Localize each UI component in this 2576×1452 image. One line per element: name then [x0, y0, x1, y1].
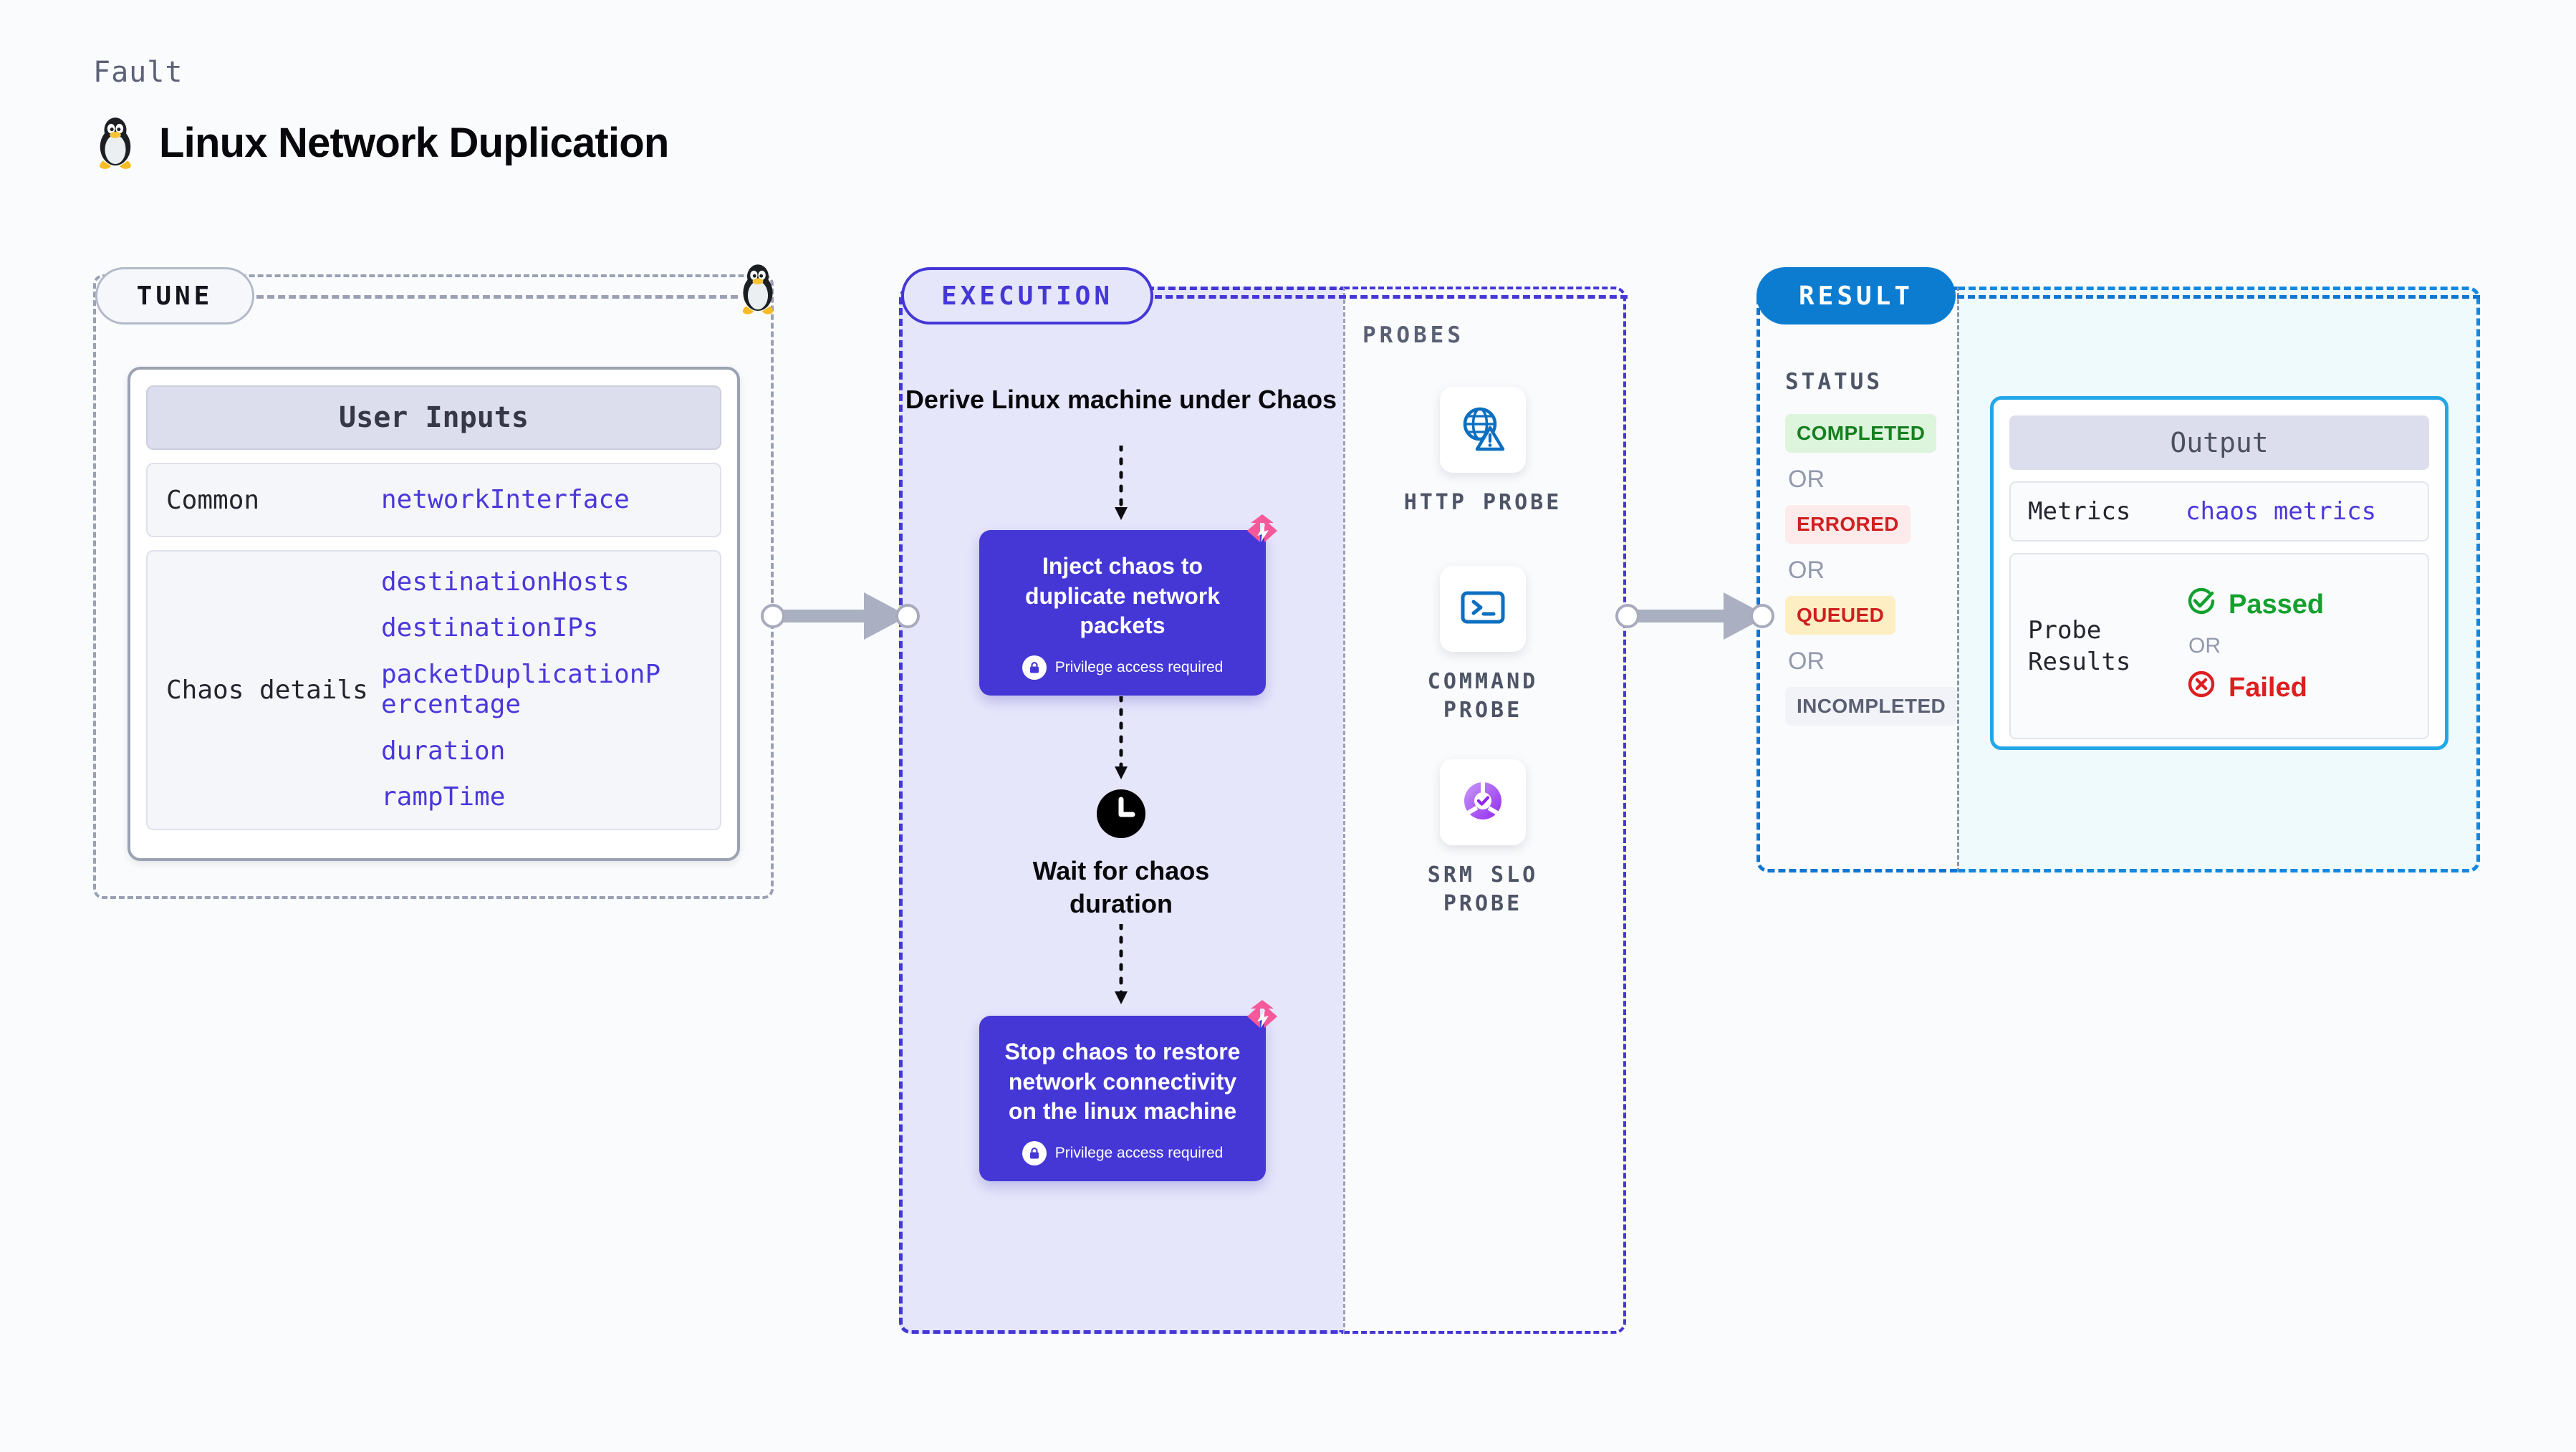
- probe-result-values: Passed OR Failed: [2186, 585, 2324, 707]
- execution-flow: Derive Linux machine under Chaos Inject …: [899, 287, 1343, 1334]
- passed-label: Passed: [2229, 589, 2325, 620]
- chaos-badge-icon: [1243, 997, 1282, 1039]
- connector-node-tune: [761, 604, 785, 628]
- step-title: Stop chaos to restore network connectivi…: [1004, 1039, 1241, 1125]
- tune-row-chaos-details: Chaos details destinationHosts destinati…: [146, 550, 721, 830]
- probes-title: PROBES: [1363, 322, 1464, 348]
- user-inputs-card: User Inputs Common networkInterface Chao…: [128, 367, 740, 861]
- execution-step-inject[interactable]: Inject chaos to duplicate network packet…: [979, 514, 1277, 696]
- output-title: Output: [2009, 415, 2429, 470]
- page-title: Linux Network Duplication: [159, 119, 669, 166]
- tune-row-label: Chaos details: [166, 675, 368, 705]
- tune-value[interactable]: duration: [381, 736, 506, 766]
- tune-value[interactable]: networkInterface: [381, 484, 630, 514]
- flow-arrow-3: [1115, 924, 1128, 1004]
- probe-tile: [1440, 759, 1526, 845]
- or-label: OR: [1788, 648, 1825, 675]
- globe-warning-icon: [1456, 402, 1509, 458]
- output-row-metrics: Metrics chaos metrics: [2009, 481, 2429, 542]
- tune-panel: [93, 274, 774, 899]
- linux-penguin-icon: [93, 115, 138, 170]
- tune-value[interactable]: destinationHosts: [381, 567, 630, 597]
- connector-node-result: [1750, 604, 1774, 628]
- terminal-icon: [1456, 581, 1509, 638]
- x-circle-icon: [2186, 668, 2217, 707]
- execution-pill-dash: [1155, 295, 1628, 299]
- output-row-label: Probe Results: [2028, 616, 2131, 677]
- srm-slo-icon: [1456, 774, 1509, 831]
- tune-row-label: Common: [166, 485, 260, 515]
- or-label: OR: [1788, 466, 1825, 493]
- connector-probes-to-result: [1630, 592, 1768, 640]
- connector-node-probes: [1615, 604, 1640, 628]
- tune-value[interactable]: packetDuplicationPercentage: [381, 659, 661, 720]
- status-badge-queued: QUEUED: [1785, 596, 1896, 635]
- output-row-label: Metrics: [2028, 497, 2131, 526]
- probe-tile: [1440, 387, 1526, 473]
- tune-pill-dash: [256, 295, 738, 299]
- status-badge-incompleted: INCOMPLETED: [1785, 687, 1958, 726]
- check-circle-icon: [2186, 585, 2217, 624]
- output-row-value[interactable]: chaos metrics: [2186, 497, 2377, 527]
- wait-label: Wait for chaos duration: [1032, 856, 1210, 919]
- status-badge-errored: ERRORED: [1785, 505, 1911, 544]
- derive-machine-label: Derive Linux machine under Chaos: [905, 385, 1337, 414]
- privilege-note: Privilege access required: [998, 655, 1247, 680]
- flow-arrow-1: [1115, 446, 1128, 520]
- probe-label: SRM SLO PROBE: [1427, 862, 1539, 916]
- privilege-note: Privilege access required: [998, 1140, 1247, 1165]
- status-badge-completed: COMPLETED: [1785, 414, 1937, 453]
- probe-result-failed: Failed: [2186, 668, 2324, 707]
- execution-pill[interactable]: EXECUTION: [901, 267, 1153, 324]
- connector-node-execution: [895, 604, 920, 628]
- result-pill-dash: [1957, 295, 2480, 299]
- user-inputs-title: User Inputs: [146, 385, 721, 450]
- output-card: Output Metrics chaos metrics Probe Resul…: [1990, 396, 2448, 750]
- result-pill[interactable]: RESULT: [1756, 267, 1956, 324]
- or-label: OR: [1788, 557, 1825, 584]
- privilege-note-text: Privilege access required: [1054, 658, 1224, 675]
- tune-value[interactable]: rampTime: [381, 782, 506, 812]
- status-title: STATUS: [1785, 369, 1883, 395]
- wait-step: Wait for chaos duration: [1010, 788, 1232, 920]
- lock-icon: [1022, 1140, 1047, 1165]
- lock-icon: [1022, 655, 1047, 680]
- fault-header: Linux Network Duplication: [93, 115, 669, 170]
- probe-label: COMMAND PROBE: [1427, 669, 1539, 723]
- probe-srm-slo[interactable]: SRM SLO PROBE: [1397, 759, 1569, 918]
- result-panel: [1756, 287, 1957, 872]
- or-label: OR: [2188, 634, 2221, 658]
- tune-value[interactable]: destinationIPs: [381, 613, 599, 643]
- flow-arrow-2: [1115, 696, 1128, 779]
- tune-row-values: networkInterface: [381, 485, 630, 515]
- tune-pill[interactable]: TUNE: [95, 267, 254, 324]
- probe-command[interactable]: COMMAND PROBE: [1397, 566, 1569, 725]
- probe-result-passed: Passed: [2186, 585, 2324, 624]
- fault-kicker: Fault: [93, 56, 183, 89]
- probe-label: HTTP PROBE: [1403, 490, 1562, 515]
- privilege-note-text: Privilege access required: [1054, 1144, 1224, 1161]
- execution-step-stop[interactable]: Stop chaos to restore network connectivi…: [979, 1000, 1277, 1181]
- connector-tune-to-execution: [771, 592, 908, 640]
- step-title: Inject chaos to duplicate network packet…: [1024, 553, 1221, 639]
- linux-penguin-icon-tune: [736, 261, 779, 319]
- tune-row-common: Common networkInterface: [146, 463, 721, 537]
- output-row-probe-results: Probe Results Passed OR: [2009, 553, 2429, 740]
- probe-tile: [1440, 566, 1526, 652]
- tune-row-values: destinationHosts destinationIPs packetDu…: [381, 567, 675, 813]
- chaos-badge-icon: [1243, 511, 1282, 554]
- failed-label: Failed: [2229, 672, 2307, 703]
- probe-http[interactable]: HTTP PROBE: [1397, 387, 1569, 517]
- status-list: COMPLETED OR ERRORED OR QUEUED OR INCOMP…: [1785, 414, 1958, 726]
- clock-icon: [1095, 788, 1147, 843]
